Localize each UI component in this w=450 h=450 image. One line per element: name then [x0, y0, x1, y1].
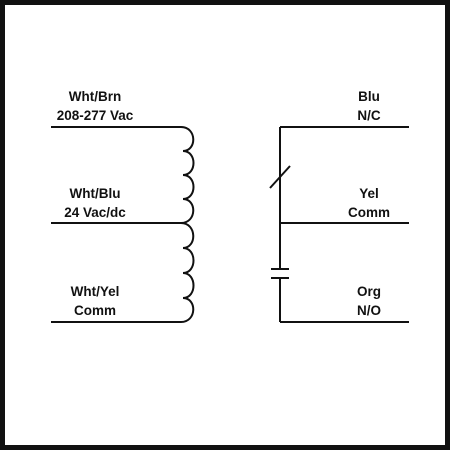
label-blu-function: N/C [357, 108, 381, 123]
label-wht-blu-color: Wht/Blu [70, 186, 121, 201]
label-org-color: Org [357, 284, 381, 299]
label-blu-color: Blu [358, 89, 380, 104]
label-wht-blu-rating: 24 Vac/dc [64, 205, 126, 220]
coil-lower-winding [180, 222, 195, 323]
label-wht-yel-color: Wht/Yel [71, 284, 120, 299]
normally-closed-contact-slash [269, 165, 291, 189]
label-wht-yel-rating: Comm [74, 303, 116, 318]
label-yel-color: Yel [359, 186, 379, 201]
label-org-function: N/O [357, 303, 381, 318]
wiring-diagram: Wht/Brn 208-277 Vac Wht/Blu 24 Vac/dc Wh… [51, 89, 409, 323]
coil-upper-winding [180, 126, 195, 224]
label-wht-brn-color: Wht/Brn [69, 89, 121, 104]
label-yel-function: Comm [348, 205, 390, 220]
label-wht-brn-rating: 208-277 Vac [57, 108, 134, 123]
